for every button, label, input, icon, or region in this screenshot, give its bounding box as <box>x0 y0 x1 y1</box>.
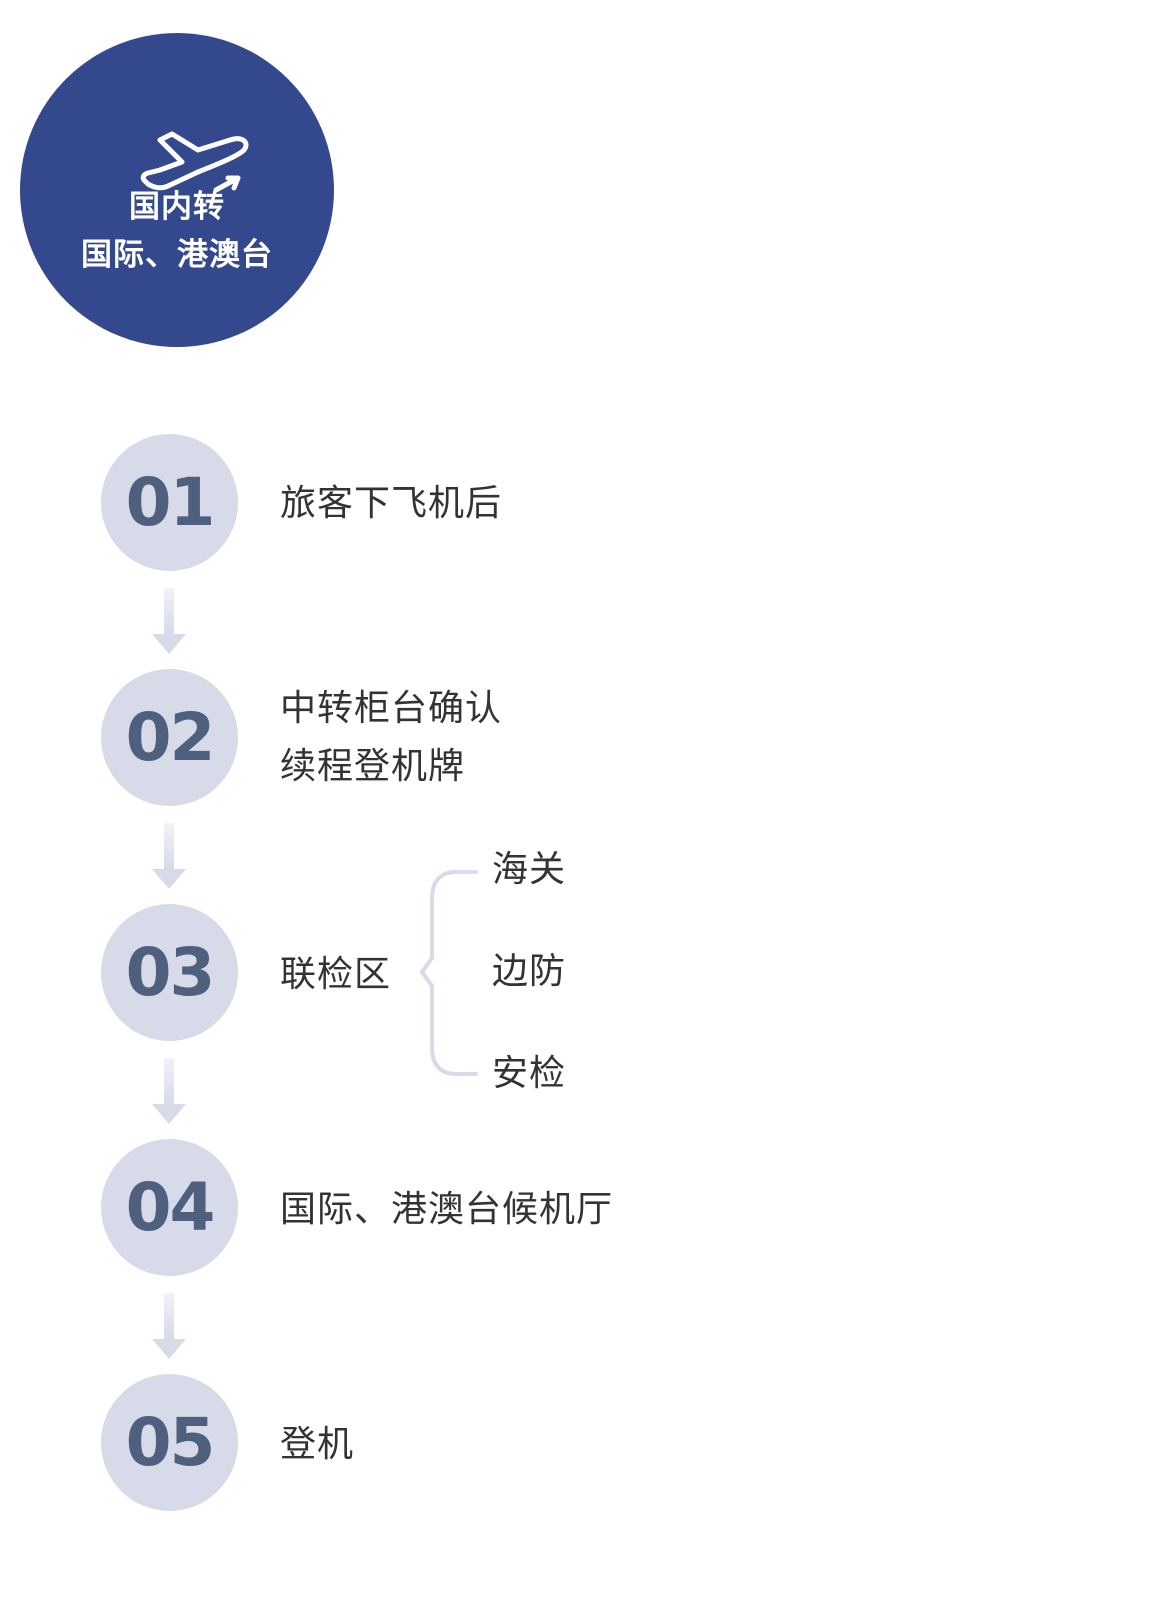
transfer-type-badge: 国内转 国际、港澳台 <box>20 33 334 347</box>
down-arrow-icon <box>152 1058 186 1124</box>
badge-title: 国内转 国际、港澳台 <box>20 183 334 279</box>
step-text-4: 国际、港澳台候机厅 <box>280 1181 613 1239</box>
step-circle-5: 05 <box>101 1374 238 1511</box>
airplane-takeoff-icon <box>140 131 249 193</box>
step-text-line: 国际、港澳台候机厅 <box>280 1189 614 1230</box>
step-text-1: 旅客下飞机后 <box>280 475 502 533</box>
down-arrow-icon <box>152 1293 186 1359</box>
step-text-line: 联检区 <box>280 954 392 995</box>
step-text-3: 联检区 <box>280 946 391 1004</box>
sub-item-border-control: 边防 <box>492 951 567 992</box>
step-circle-3: 03 <box>101 904 238 1041</box>
sub-item-customs: 海关 <box>492 849 567 890</box>
step-text-line: 续程登机牌 <box>280 746 466 787</box>
down-arrow-icon <box>152 588 186 654</box>
step-number: 03 <box>125 934 216 1011</box>
badge-title-line1: 国内转 <box>129 189 225 225</box>
step-text-line: 中转柜台确认 <box>280 688 503 729</box>
step-number: 02 <box>125 699 216 776</box>
step-text-line: 旅客下飞机后 <box>280 483 503 524</box>
badge-title-line2: 国际、港澳台 <box>81 237 273 273</box>
step-text-line: 登机 <box>280 1424 355 1465</box>
brace-connector <box>420 870 478 1076</box>
step-text-5: 登机 <box>280 1416 354 1474</box>
step-number: 04 <box>125 1169 216 1246</box>
down-arrow-icon <box>152 823 186 889</box>
step-circle-2: 02 <box>101 669 238 806</box>
step-circle-1: 01 <box>101 434 238 571</box>
step-circle-4: 04 <box>101 1139 238 1276</box>
step-text-2: 中转柜台确认 续程登机牌 <box>280 680 502 796</box>
step-number: 01 <box>125 464 216 541</box>
step-number: 05 <box>125 1404 216 1481</box>
sub-item-security-check: 安检 <box>492 1053 567 1094</box>
